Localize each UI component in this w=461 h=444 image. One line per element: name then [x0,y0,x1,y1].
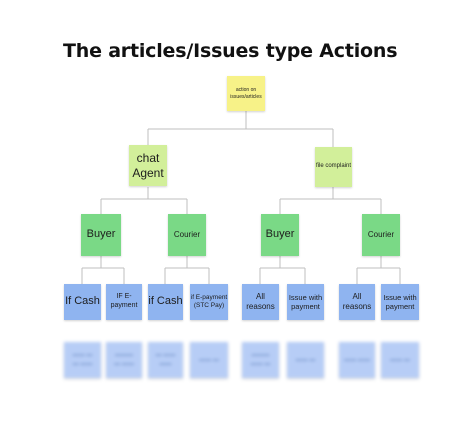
all-reasons-note-buyer[interactable]: All reasons [242,284,279,320]
root-note-label: action on issues/articles [230,87,262,100]
blurred-note[interactable]: ▬ ▬▬▬▬ [148,342,183,378]
all-reasons-label: All reasons [246,292,275,311]
root-note[interactable]: action on issues/articles [227,76,265,111]
if-e-payment-label: IF E-payment [110,293,138,309]
if-cash-note-buyer[interactable]: If Cash [64,284,101,320]
blurred-note[interactable]: ▬▬ ▬▬ [339,342,375,378]
courier-label: Courier [367,230,395,239]
if-e-payment-stc-label: if E-payment (STC Pay) [190,293,228,309]
blurred-text: ▬▬ ▬ [295,356,316,363]
issue-with-payment-note-courier[interactable]: Issue with payment [381,284,419,320]
buyer-note-complaint[interactable]: Buyer [261,214,299,256]
blurred-note[interactable]: ▬▬▬▬ ▬▬ [106,342,142,378]
blurred-text: ▬▬ ▬▬ [344,356,370,363]
if-e-payment-note-buyer[interactable]: IF E-payment [106,284,142,320]
courier-note-complaint[interactable]: Courier [362,214,400,256]
blurred-text: ▬▬ ▬▬ ▬▬ [72,352,93,367]
diagram-title: The articles/Issues type Actions [63,40,398,62]
blurred-text: ▬▬ ▬ [390,356,410,363]
all-reasons-label: All reasons [342,292,372,311]
blurred-text: ▬ ▬▬▬▬ [155,352,176,367]
all-reasons-note-courier[interactable]: All reasons [339,284,375,320]
chat-agent-label: chat Agent [132,150,164,180]
file-complaint-label: file complaint [315,163,351,170]
blurred-note[interactable]: ▬▬ ▬ [381,342,419,378]
blurred-note[interactable]: ▬▬ ▬▬ ▬▬ [64,342,101,378]
if-e-payment-stc-note[interactable]: if E-payment (STC Pay) [190,284,228,320]
chat-agent-note[interactable]: chat Agent [129,145,167,186]
courier-note-chat[interactable]: Courier [168,214,206,256]
blurred-note[interactable]: ▬▬▬▬▬ ▬ [242,342,279,378]
issue-with-payment-note-buyer[interactable]: Issue with payment [287,284,324,320]
if-cash-label: If Cash [65,295,100,308]
buyer-label: Buyer [86,228,116,241]
if-cash-note-courier[interactable]: if Cash [148,284,183,320]
blurred-text: ▬▬▬▬ ▬▬ [114,352,134,367]
blurred-note[interactable]: ▬▬ ▬ [287,342,324,378]
buyer-label: Buyer [265,228,295,241]
blurred-text: ▬▬▬▬▬ ▬ [250,352,271,367]
blurred-text: ▬▬ ▬ [199,356,219,363]
if-cash-label: if Cash [148,295,183,308]
issue-with-payment-label: Issue with payment [288,292,323,311]
courier-label: Courier [173,230,201,239]
blurred-note[interactable]: ▬▬ ▬ [190,342,228,378]
file-complaint-note[interactable]: file complaint [315,147,352,187]
buyer-note-chat[interactable]: Buyer [81,214,121,256]
issue-with-payment-label: Issue with payment [383,292,417,311]
